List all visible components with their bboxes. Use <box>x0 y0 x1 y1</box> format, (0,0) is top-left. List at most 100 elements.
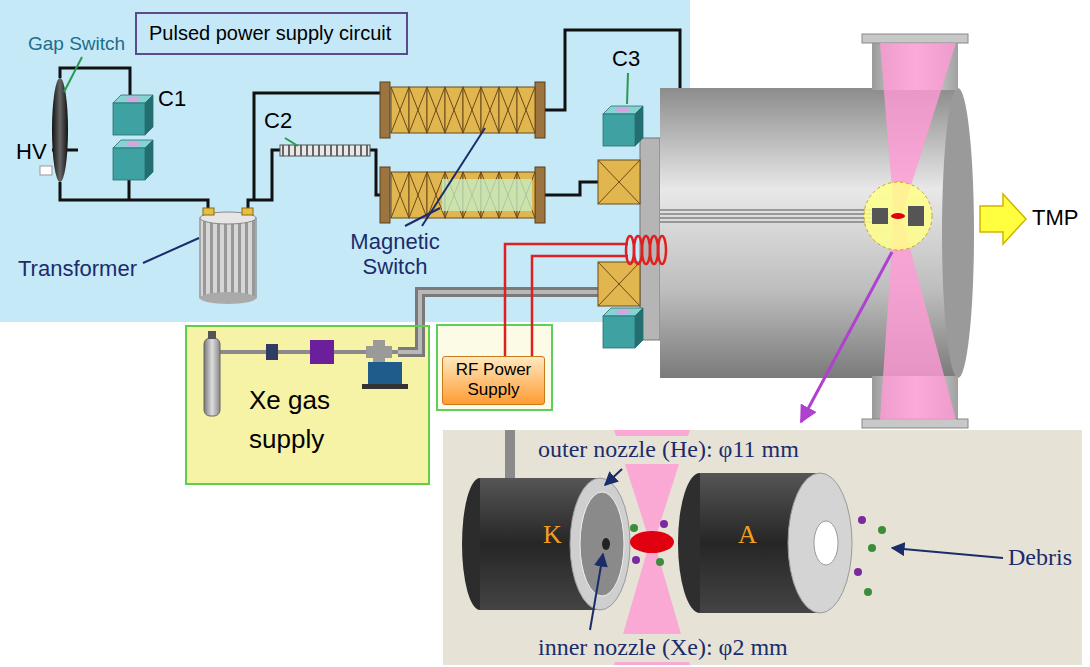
transformer-symbol <box>200 292 256 304</box>
rf-power-box: RF Power Supply <box>442 356 545 405</box>
debris-dot <box>656 558 664 566</box>
zoom-arrow <box>801 252 892 422</box>
inductor-symbol <box>409 87 427 133</box>
box-label: Pulsed power supply circuit <box>149 22 391 45</box>
leader-line <box>627 73 628 104</box>
insulator-block <box>598 160 640 204</box>
debris-label: Debris <box>1008 544 1072 572</box>
debris-dot <box>858 516 866 524</box>
inset-panel <box>443 430 1082 665</box>
plasma <box>630 531 674 553</box>
capacitor-symbol <box>603 308 643 348</box>
inductor-symbol <box>499 87 517 133</box>
inductor-symbol <box>535 82 545 138</box>
anode <box>678 473 852 613</box>
gas-supply-box: Xe gas supply <box>185 325 430 485</box>
anode <box>814 521 838 565</box>
transformer-symbol <box>203 208 214 215</box>
capacitor-label: C3 <box>612 46 640 71</box>
voltage-label: HV <box>16 139 47 164</box>
gas-line <box>310 340 334 364</box>
plasma-source <box>872 208 888 224</box>
insulator-block <box>598 262 640 306</box>
label-anchor: K <box>543 520 562 550</box>
circuit-wire <box>545 182 598 195</box>
leader-line <box>405 128 485 226</box>
nozzle-label: inner nozzle (Xe): φ2 mm <box>535 634 791 662</box>
box-label: Xe gas supply <box>249 381 367 459</box>
label-anchor: inner nozzle (Xe): φ2 mm <box>535 634 791 662</box>
gap-switch <box>40 166 52 175</box>
circuit-wire <box>254 93 382 200</box>
gas-supply-ground <box>185 325 430 485</box>
vacuum-chamber <box>862 34 968 43</box>
electrode-rod <box>660 210 872 222</box>
label-anchor: HV <box>16 139 47 164</box>
label-anchor: Transformer <box>18 256 137 281</box>
inductor-symbol <box>535 167 545 223</box>
rf-frame <box>437 325 552 410</box>
capacitor-symbol <box>603 106 643 146</box>
transformer-symbol <box>200 208 256 304</box>
debris-dot <box>878 526 886 534</box>
inductor-symbol <box>463 87 481 133</box>
electrode-label: A <box>738 520 757 550</box>
plasma-source <box>864 182 932 250</box>
inductor-symbol <box>442 179 532 211</box>
capacitor-symbol <box>113 95 153 135</box>
inductor-symbol <box>481 87 499 133</box>
debris-dot <box>660 520 668 528</box>
inductor-symbol <box>380 82 545 138</box>
transformer-symbol <box>242 208 253 215</box>
pump-arrow <box>980 194 1026 244</box>
panel-title-box: Pulsed power supply circuit <box>135 12 408 55</box>
capacitor-symbol <box>113 95 153 180</box>
capacitor-symbol <box>280 145 370 156</box>
vacuum-chamber <box>862 419 968 428</box>
label-anchor: TMP <box>1032 205 1078 230</box>
circuit-wire <box>60 182 208 208</box>
label-anchor: outer nozzle (He): φ11 mm <box>535 436 802 464</box>
electrode-label: K <box>543 520 562 550</box>
cathode <box>602 538 610 550</box>
rf-coil <box>658 236 666 264</box>
label-anchor: Debris <box>1008 544 1072 572</box>
circuit-panel <box>0 0 690 322</box>
circuit-wire <box>128 180 131 200</box>
leader-line <box>892 548 1003 558</box>
leader-line <box>285 138 298 146</box>
plasma-source <box>908 206 924 226</box>
box-label: RF Power Supply <box>448 360 539 399</box>
label-anchor: Gap Switch <box>28 33 125 55</box>
inductor-symbol <box>517 87 535 133</box>
rf-coil <box>626 236 666 264</box>
switch-label: Gap Switch <box>28 33 125 55</box>
gas-line <box>208 331 216 339</box>
gas-line <box>204 338 220 416</box>
circuit-wire <box>545 30 680 110</box>
debris-dot <box>864 588 872 596</box>
gas-line <box>373 340 385 364</box>
gap-switch <box>40 78 68 182</box>
inductor-symbol <box>380 167 545 223</box>
capacitor-symbol <box>113 140 153 180</box>
transformer-label: Transformer <box>18 256 137 281</box>
capacitor-symbol <box>603 106 643 348</box>
gas-line <box>266 344 278 360</box>
gap-switch <box>52 78 68 182</box>
label-anchor: C1 <box>158 86 186 111</box>
pump-label: TMP <box>1032 205 1078 230</box>
cathode <box>570 478 630 610</box>
label-anchor: Magnetic Switch <box>335 229 455 280</box>
transformer-symbol <box>200 218 256 298</box>
inductor-symbol <box>427 87 445 133</box>
label-anchor: C2 <box>264 108 292 133</box>
capacitor-label: C2 <box>264 108 292 133</box>
inductor-symbol <box>380 82 390 138</box>
cathode <box>580 492 624 596</box>
leader-line <box>64 57 82 92</box>
debris-dot <box>630 516 886 596</box>
inductor-symbol <box>380 167 390 223</box>
anode <box>788 473 852 613</box>
